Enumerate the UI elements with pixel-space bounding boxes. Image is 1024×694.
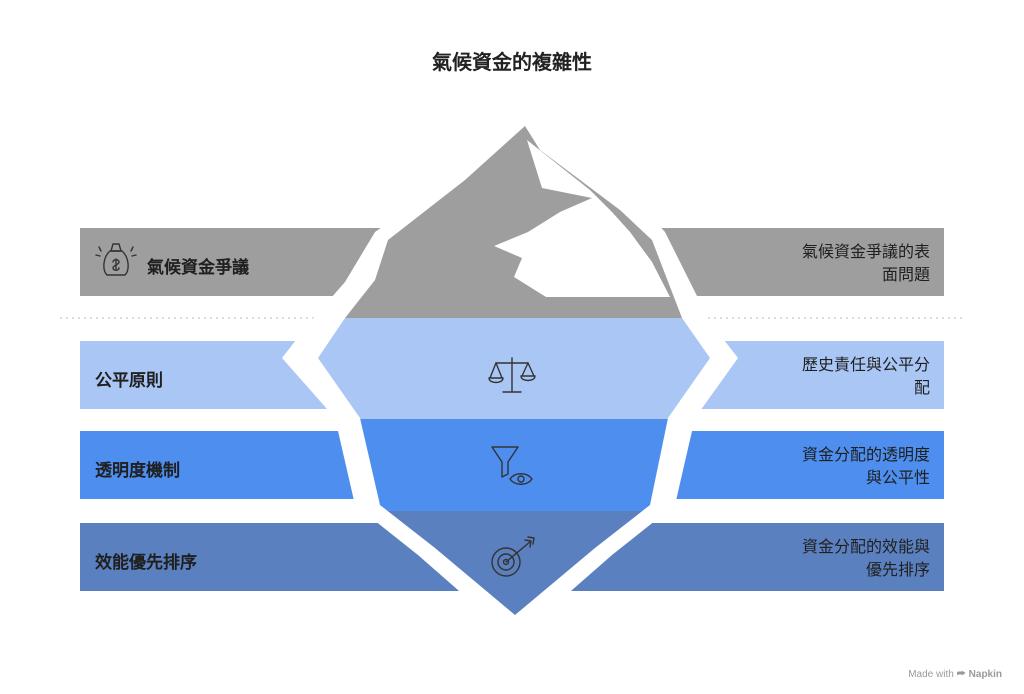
right-label-line: 優先排序: [865, 560, 930, 579]
right-label-layer-4: 資金分配的效能與 優先排序: [770, 535, 930, 581]
funnel-eye-icon: [491, 446, 533, 485]
left-label-layer-1: 氣候資金爭議: [147, 258, 249, 278]
right-label-line: 與公平性: [865, 468, 930, 487]
napkin-logo-icon: ⮫: [956, 669, 966, 680]
right-label-layer-1: 氣候資金爭議的表 面問題: [770, 240, 930, 286]
footer-brand: Napkin: [968, 669, 1002, 680]
right-label-layer-3: 資金分配的透明度 與公平性: [770, 443, 930, 489]
iceberg-section-3: [318, 419, 710, 511]
left-label-layer-4: 效能優先排序: [95, 553, 197, 573]
right-label-line: 面問題: [881, 265, 930, 284]
footer-credit[interactable]: Made with ⮫ Napkin: [908, 669, 1002, 680]
right-label-line: 資金分配的透明度: [801, 445, 930, 464]
right-label-line: 配: [913, 378, 930, 397]
right-label-line: 資金分配的效能與: [801, 537, 930, 556]
money-bag-icon: [95, 243, 137, 276]
left-label-layer-2: 公平原則: [95, 371, 163, 391]
scales-icon: [488, 357, 536, 393]
iceberg-section-2: [318, 318, 710, 419]
right-label-line: 歷史責任與公平分: [801, 355, 930, 374]
left-label-layer-3: 透明度機制: [95, 461, 180, 481]
right-label-line: 氣候資金爭議的表: [801, 242, 930, 261]
target-arrow-icon: [491, 536, 535, 577]
iceberg-snowcap: [494, 140, 670, 297]
diagram-title: 氣候資金的複雜性: [432, 50, 592, 74]
right-label-layer-2: 歷史責任與公平分 配: [770, 353, 930, 399]
footer-text: Made with: [908, 669, 954, 680]
